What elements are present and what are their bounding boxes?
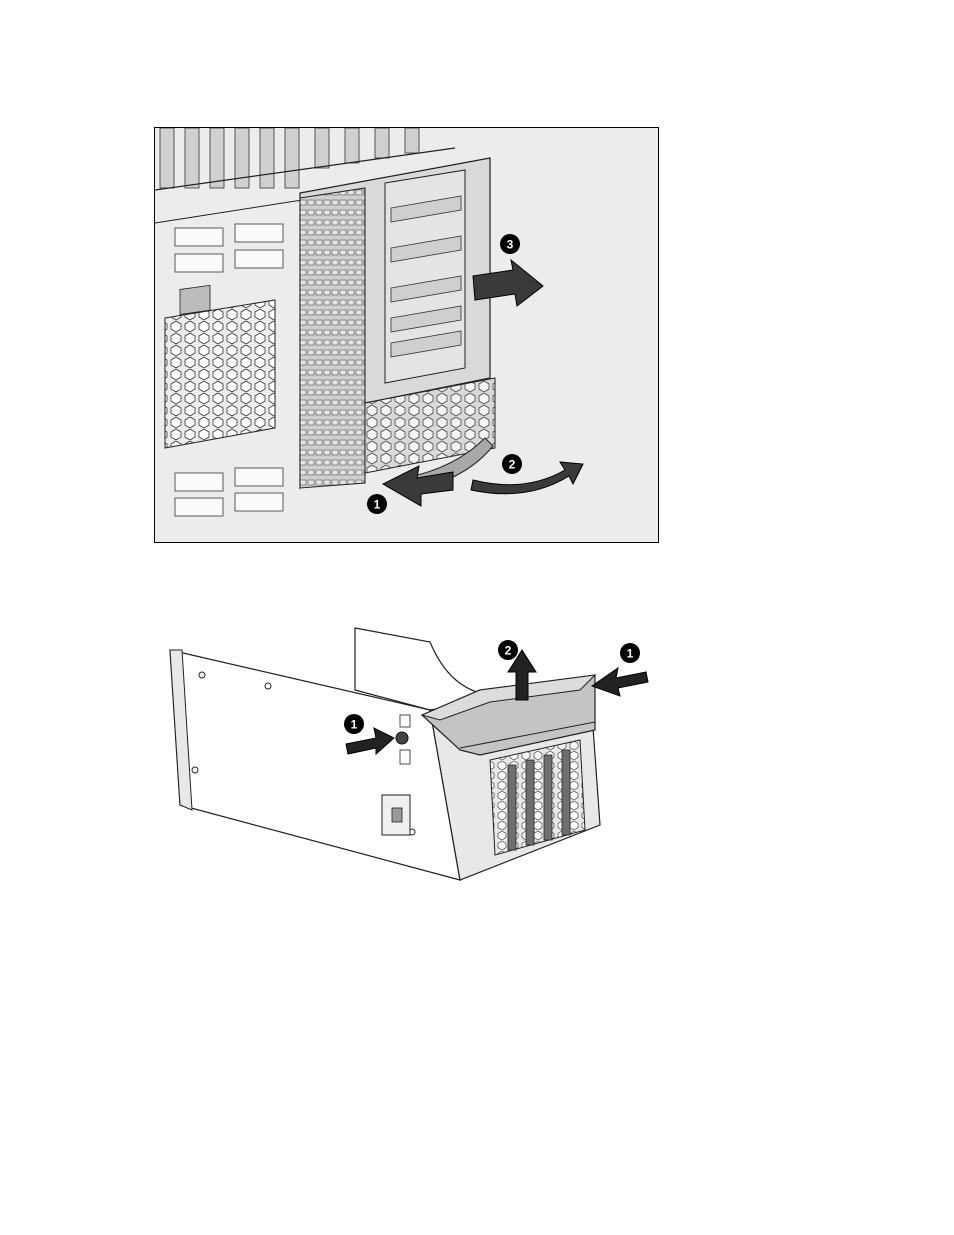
illustration-riser-cover-removal: 1 2 1 xyxy=(160,620,660,890)
callout-1-left: 1 xyxy=(344,714,364,734)
callout-1: 1 xyxy=(367,494,387,514)
riser-cage xyxy=(300,158,495,490)
callout-3: 3 xyxy=(500,234,520,254)
callout-1-right: 1 xyxy=(620,643,640,663)
svg-text:1: 1 xyxy=(627,647,634,661)
svg-text:2: 2 xyxy=(505,644,512,658)
release-button xyxy=(396,732,408,744)
illustration-riser-cage-removal: 1 2 3 xyxy=(154,127,659,543)
air-baffle-mesh xyxy=(165,300,275,448)
callout-2: 2 xyxy=(502,454,522,474)
svg-text:2: 2 xyxy=(509,458,516,472)
svg-text:1: 1 xyxy=(351,718,358,732)
arrow-push-cover xyxy=(592,668,648,696)
svg-text:1: 1 xyxy=(374,498,381,512)
server-rear-drawing: 1 2 3 xyxy=(155,128,659,543)
riser-cage-drawing: 1 2 1 xyxy=(160,620,660,890)
svg-text:3: 3 xyxy=(507,238,514,252)
callout-2: 2 xyxy=(498,640,518,660)
